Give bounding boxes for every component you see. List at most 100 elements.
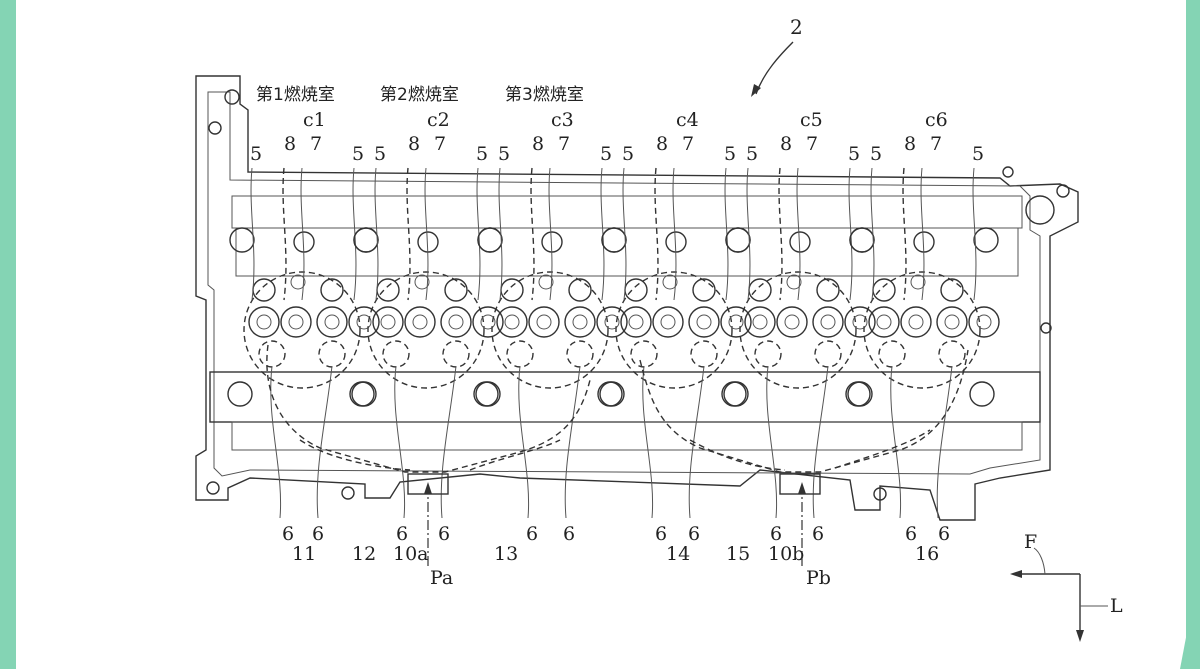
top-reference-number: 8 [532, 133, 544, 155]
valve-seat [776, 306, 808, 338]
valve-stem [572, 314, 588, 330]
leader-line [282, 167, 287, 301]
bottom-reference-number: 6 [438, 523, 450, 545]
exhaust-port [506, 340, 534, 368]
cam-journal [849, 227, 875, 253]
top-reference-number: 8 [780, 133, 792, 155]
leader-line [300, 167, 305, 301]
cylinder-label: c6 [925, 109, 948, 131]
valve-seat [652, 306, 684, 338]
boss [252, 278, 276, 302]
valve-stem [380, 314, 396, 330]
valve-seat [688, 306, 720, 338]
top-reference-number: 7 [310, 133, 322, 155]
valve-stem [324, 314, 340, 330]
chamber-label-2: 第2燃焼室 [380, 85, 459, 105]
housing-bolt [1025, 195, 1055, 225]
boss [444, 278, 468, 302]
cylinder-label: c3 [551, 109, 574, 131]
cam-journal [229, 227, 255, 253]
right-accent-bar [1186, 0, 1200, 669]
valve-seat [596, 306, 628, 338]
valve-stem [908, 314, 924, 330]
cam-journal [973, 227, 999, 253]
rail-bolt [969, 381, 995, 407]
leader-line [766, 365, 778, 519]
exhaust-passage-b [639, 349, 969, 473]
bottom-reference-number: 10a [393, 543, 429, 565]
housing-bolt [1002, 166, 1014, 178]
rail-bolt [723, 381, 749, 407]
combustion-chamber-outline [739, 271, 857, 389]
leader-line [672, 167, 677, 301]
exhaust-port [442, 340, 470, 368]
combustion-chamber-outline [615, 271, 733, 389]
rail-bolt [845, 381, 871, 407]
valve-stem [852, 314, 868, 330]
leader-line [518, 365, 530, 519]
leader-line [440, 365, 457, 519]
leader-line [746, 167, 751, 301]
leader-line [724, 167, 729, 301]
boss [692, 278, 716, 302]
bottom-reference-number: 13 [494, 543, 518, 565]
chamber-label-3: 第3燃焼室 [505, 85, 584, 105]
valve-stem [628, 314, 644, 330]
exhaust-port [938, 340, 966, 368]
leader-line [352, 167, 357, 301]
bottom-reference-number: 6 [526, 523, 538, 545]
cylinder-label: c1 [303, 109, 326, 131]
valve-seat [316, 306, 348, 338]
valve-seat [968, 306, 1000, 338]
leader-line [374, 167, 379, 301]
housing-bolt [1056, 184, 1070, 198]
bottom-reference-number: 12 [352, 543, 376, 565]
top-reference-number: 8 [656, 133, 668, 155]
top-reference-number: 7 [682, 133, 694, 155]
direction-left: L [1110, 595, 1123, 617]
leader-line [972, 167, 977, 301]
leader-line [936, 365, 953, 519]
valve-seat [372, 306, 404, 338]
combustion-chamber-outline [243, 271, 361, 389]
corner-accent [1180, 564, 1200, 669]
position-arrow [424, 482, 432, 494]
valve-stem [356, 314, 372, 330]
housing-bolt [206, 481, 220, 495]
exhaust-port [878, 340, 906, 368]
direction-forward: F [1024, 531, 1037, 553]
top-reference-number: 7 [930, 133, 942, 155]
bottom-reference-number: 6 [655, 523, 667, 545]
top-reference-number: 8 [408, 133, 420, 155]
top-reference-number: 5 [600, 143, 612, 165]
cam-journal [477, 227, 503, 253]
valve-stem [728, 314, 744, 330]
figure-leader-arrow [751, 84, 761, 97]
top-reference-number: 5 [848, 143, 860, 165]
valve-stem [876, 314, 892, 330]
exhaust-port [382, 340, 410, 368]
exhaust-port [690, 340, 718, 368]
leader-line [920, 167, 925, 301]
leader-line [902, 167, 907, 301]
valve-stem [944, 314, 960, 330]
top-reference-number: 5 [250, 143, 262, 165]
bottom-reference-number: 14 [666, 543, 690, 565]
boss [320, 278, 344, 302]
bottom-reference-number: 6 [396, 523, 408, 545]
valve-stem [604, 314, 620, 330]
top-reference-number: 5 [352, 143, 364, 165]
leader-line [250, 167, 255, 301]
valve-seat [248, 306, 280, 338]
leader-line [406, 167, 411, 301]
rail-bolt [227, 381, 253, 407]
boss [624, 278, 648, 302]
leader-line [688, 365, 705, 519]
valve-seat [720, 306, 752, 338]
leader-line [424, 167, 429, 301]
exhaust-passage-a [266, 344, 591, 473]
left-accent-bar [0, 0, 16, 669]
cylinder-layer [227, 167, 1000, 519]
valve-stem [976, 314, 992, 330]
valve-stem [536, 314, 552, 330]
